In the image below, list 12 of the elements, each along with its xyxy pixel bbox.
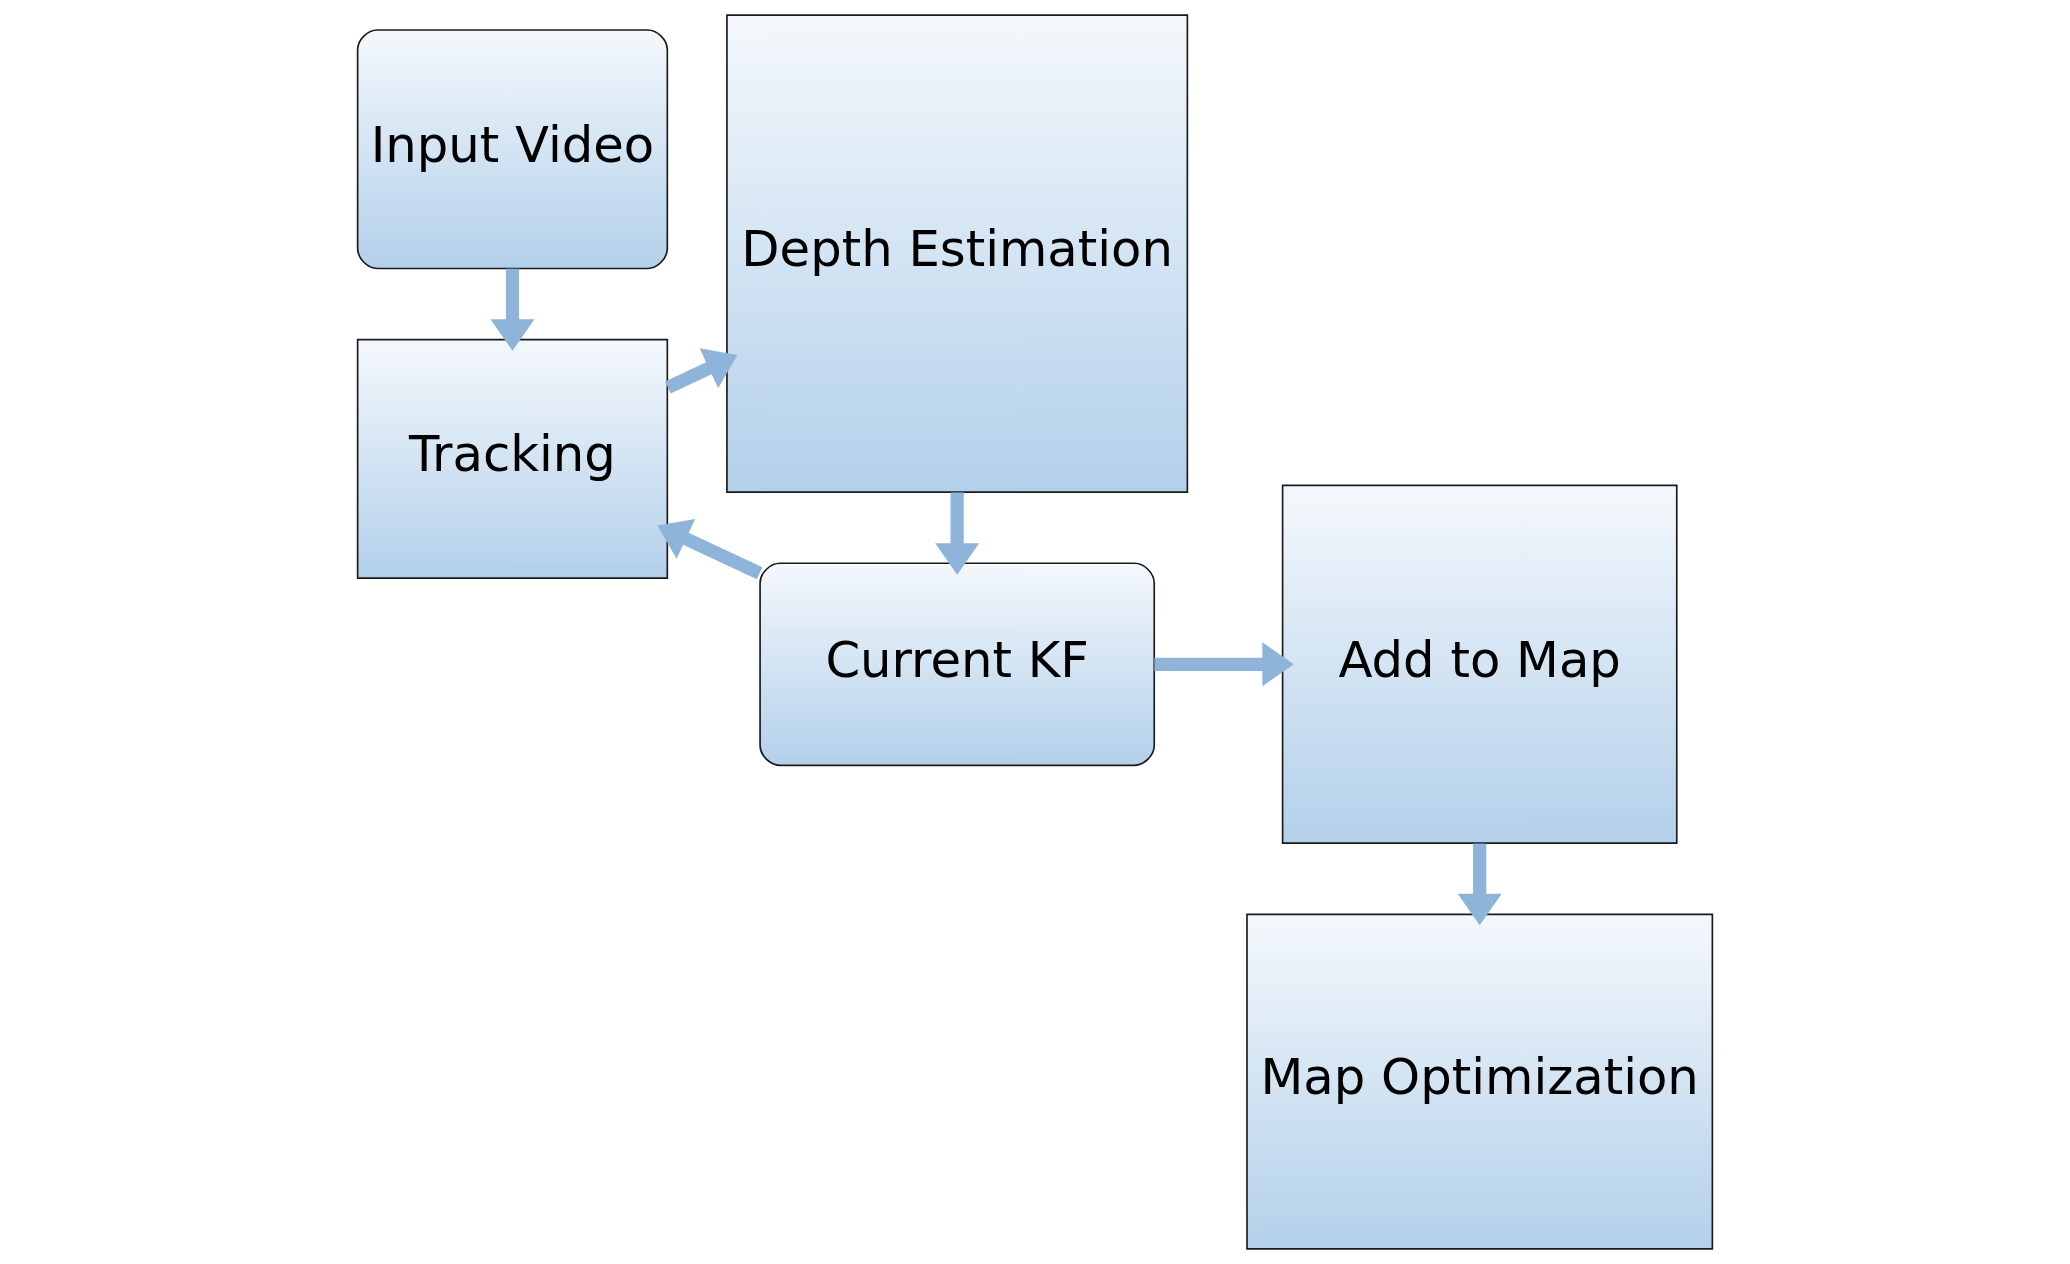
arrow — [1457, 843, 1502, 926]
arrow — [490, 268, 535, 351]
node-box: Map Optimization — [1246, 913, 1714, 1250]
node-box: Depth Estimation — [726, 14, 1189, 493]
node-box: Tracking — [356, 338, 669, 579]
arrow — [665, 348, 738, 394]
node-box: Add to Map — [1281, 484, 1678, 844]
node-box: Current KF — [759, 562, 1156, 767]
arrow — [1154, 642, 1294, 687]
node-box: Input Video — [356, 29, 669, 270]
arrow — [657, 518, 763, 580]
arrow — [935, 492, 980, 575]
